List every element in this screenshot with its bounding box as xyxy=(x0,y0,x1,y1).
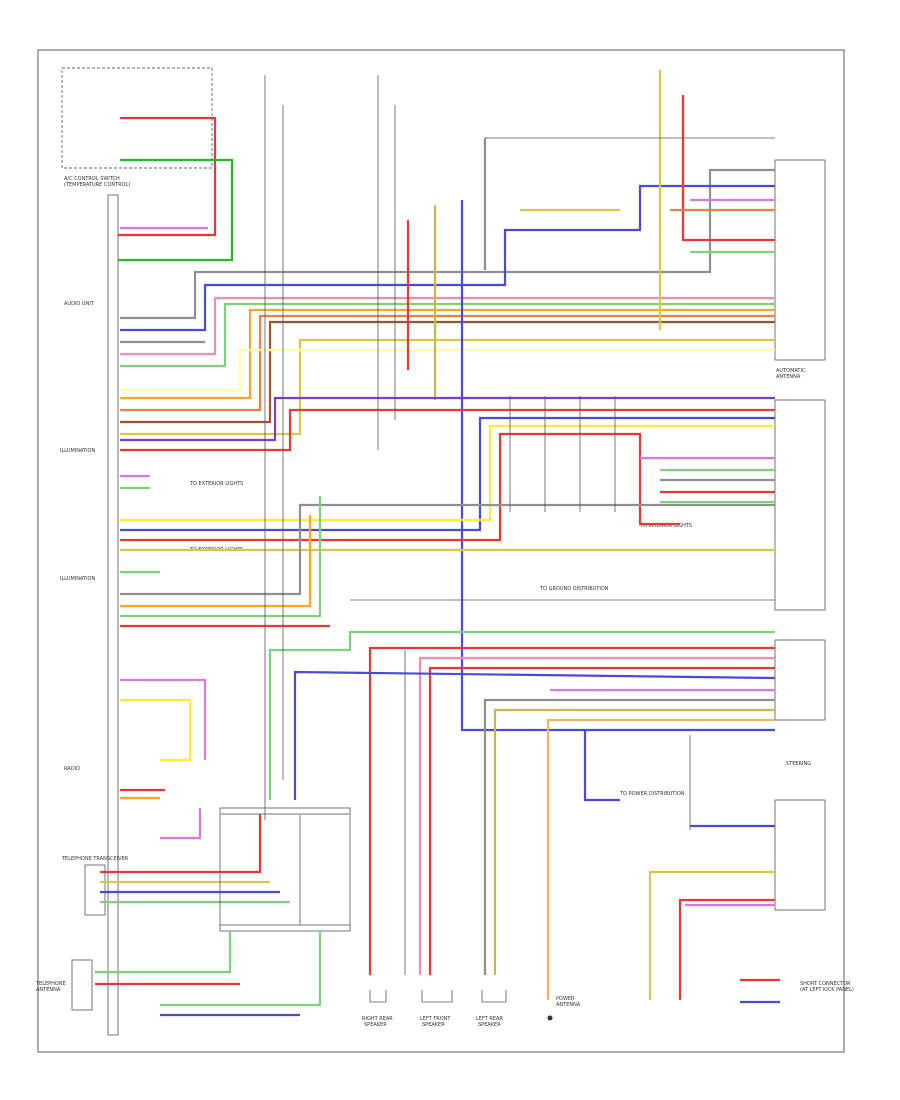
steering-switch-label: SHORT CONNECTOR xyxy=(800,981,851,987)
cd-changer-label: STEERING xyxy=(786,761,811,767)
wires-harness-upper xyxy=(120,168,775,436)
telephone-transceiver-label: TELEPHONE TRANSCEIVER xyxy=(61,856,129,862)
speaker-right-rear-label: RIGHT REAR xyxy=(362,1016,393,1022)
audio-unit-label: AUDIO UNIT xyxy=(64,301,95,307)
ac-control-box: A/C CONTROL SWITCH (TEMPERATURE CONTROL) xyxy=(61,67,213,188)
telephone-antenna-box: TELEPHONE ANTENNA xyxy=(35,959,93,1011)
speaker-left-rear-label-2: SPEAKER xyxy=(478,1022,501,1028)
speaker-left-front-label: LEFT FRONT xyxy=(420,1016,451,1022)
wires-telephone xyxy=(95,678,322,1017)
telephone-antenna-label-2: ANTENNA xyxy=(36,987,61,993)
illumination-label-1: ILLUMINATION xyxy=(60,448,95,454)
wires-harness-middle xyxy=(120,396,775,628)
wires-steering xyxy=(648,824,780,1004)
short-connector-top xyxy=(219,807,351,815)
telephone-antenna-label: TELEPHONE xyxy=(35,981,66,987)
power-antenna-label: POWER xyxy=(556,996,575,1002)
speaker-right-rear-label-2: SPEAKER xyxy=(364,1022,387,1028)
thin-lines xyxy=(219,75,775,975)
illumination-label-2: ILLUMINATION xyxy=(60,576,95,582)
note-exterior-lights: TO EXTERIOR LIGHTS xyxy=(189,481,243,487)
steering-switch-box: SHORT CONNECTOR (AT LEFT KICK PANEL) xyxy=(774,799,854,993)
note-ground-dist: TO GROUND DISTRIBUTION xyxy=(539,586,609,592)
automatic-antenna-label-2: ANTENNA xyxy=(776,374,801,380)
wires-top-center xyxy=(406,70,775,732)
power-antenna-label-2: ANTENNA xyxy=(556,1002,581,1008)
note-power-dist: TO POWER DISTRIBUTION xyxy=(619,791,685,797)
diagram-frame xyxy=(37,49,845,1053)
speaker-left-rear: LEFT REAR SPEAKER xyxy=(476,990,507,1028)
ac-control-label-2: (TEMPERATURE CONTROL) xyxy=(64,182,130,188)
automatic-antenna-box: AUTOMATIC ANTENNA xyxy=(774,159,826,380)
automatic-antenna-label: AUTOMATIC xyxy=(776,368,806,374)
speaker-left-front-label-2: SPEAKER xyxy=(422,1022,445,1028)
speaker-right-rear: RIGHT REAR SPEAKER xyxy=(362,990,393,1028)
speaker-left-front: LEFT FRONT SPEAKER xyxy=(420,990,453,1028)
speaker-left-rear-label: LEFT REAR xyxy=(476,1016,503,1022)
wires-top-left xyxy=(118,116,234,262)
steering-switch-label-2: (AT LEFT KICK PANEL) xyxy=(800,987,854,993)
power-antenna: POWER ANTENNA xyxy=(547,996,581,1021)
wires-harness-lower xyxy=(268,630,776,1000)
ac-control-label: A/C CONTROL SWITCH xyxy=(64,176,120,182)
fuse-box xyxy=(774,399,826,611)
cd-changer-box: STEERING xyxy=(774,639,826,767)
short-connector-bottom xyxy=(219,924,351,932)
audio-unit-box: AUDIO UNIT ILLUMINATION ILLUMINATION RAD… xyxy=(60,194,119,1036)
note-interior-lights: TO INTERIOR LIGHTS xyxy=(639,523,692,529)
telephone-transceiver-box: TELEPHONE TRANSCEIVER xyxy=(61,856,129,916)
radio-label: RADIO xyxy=(64,766,80,772)
